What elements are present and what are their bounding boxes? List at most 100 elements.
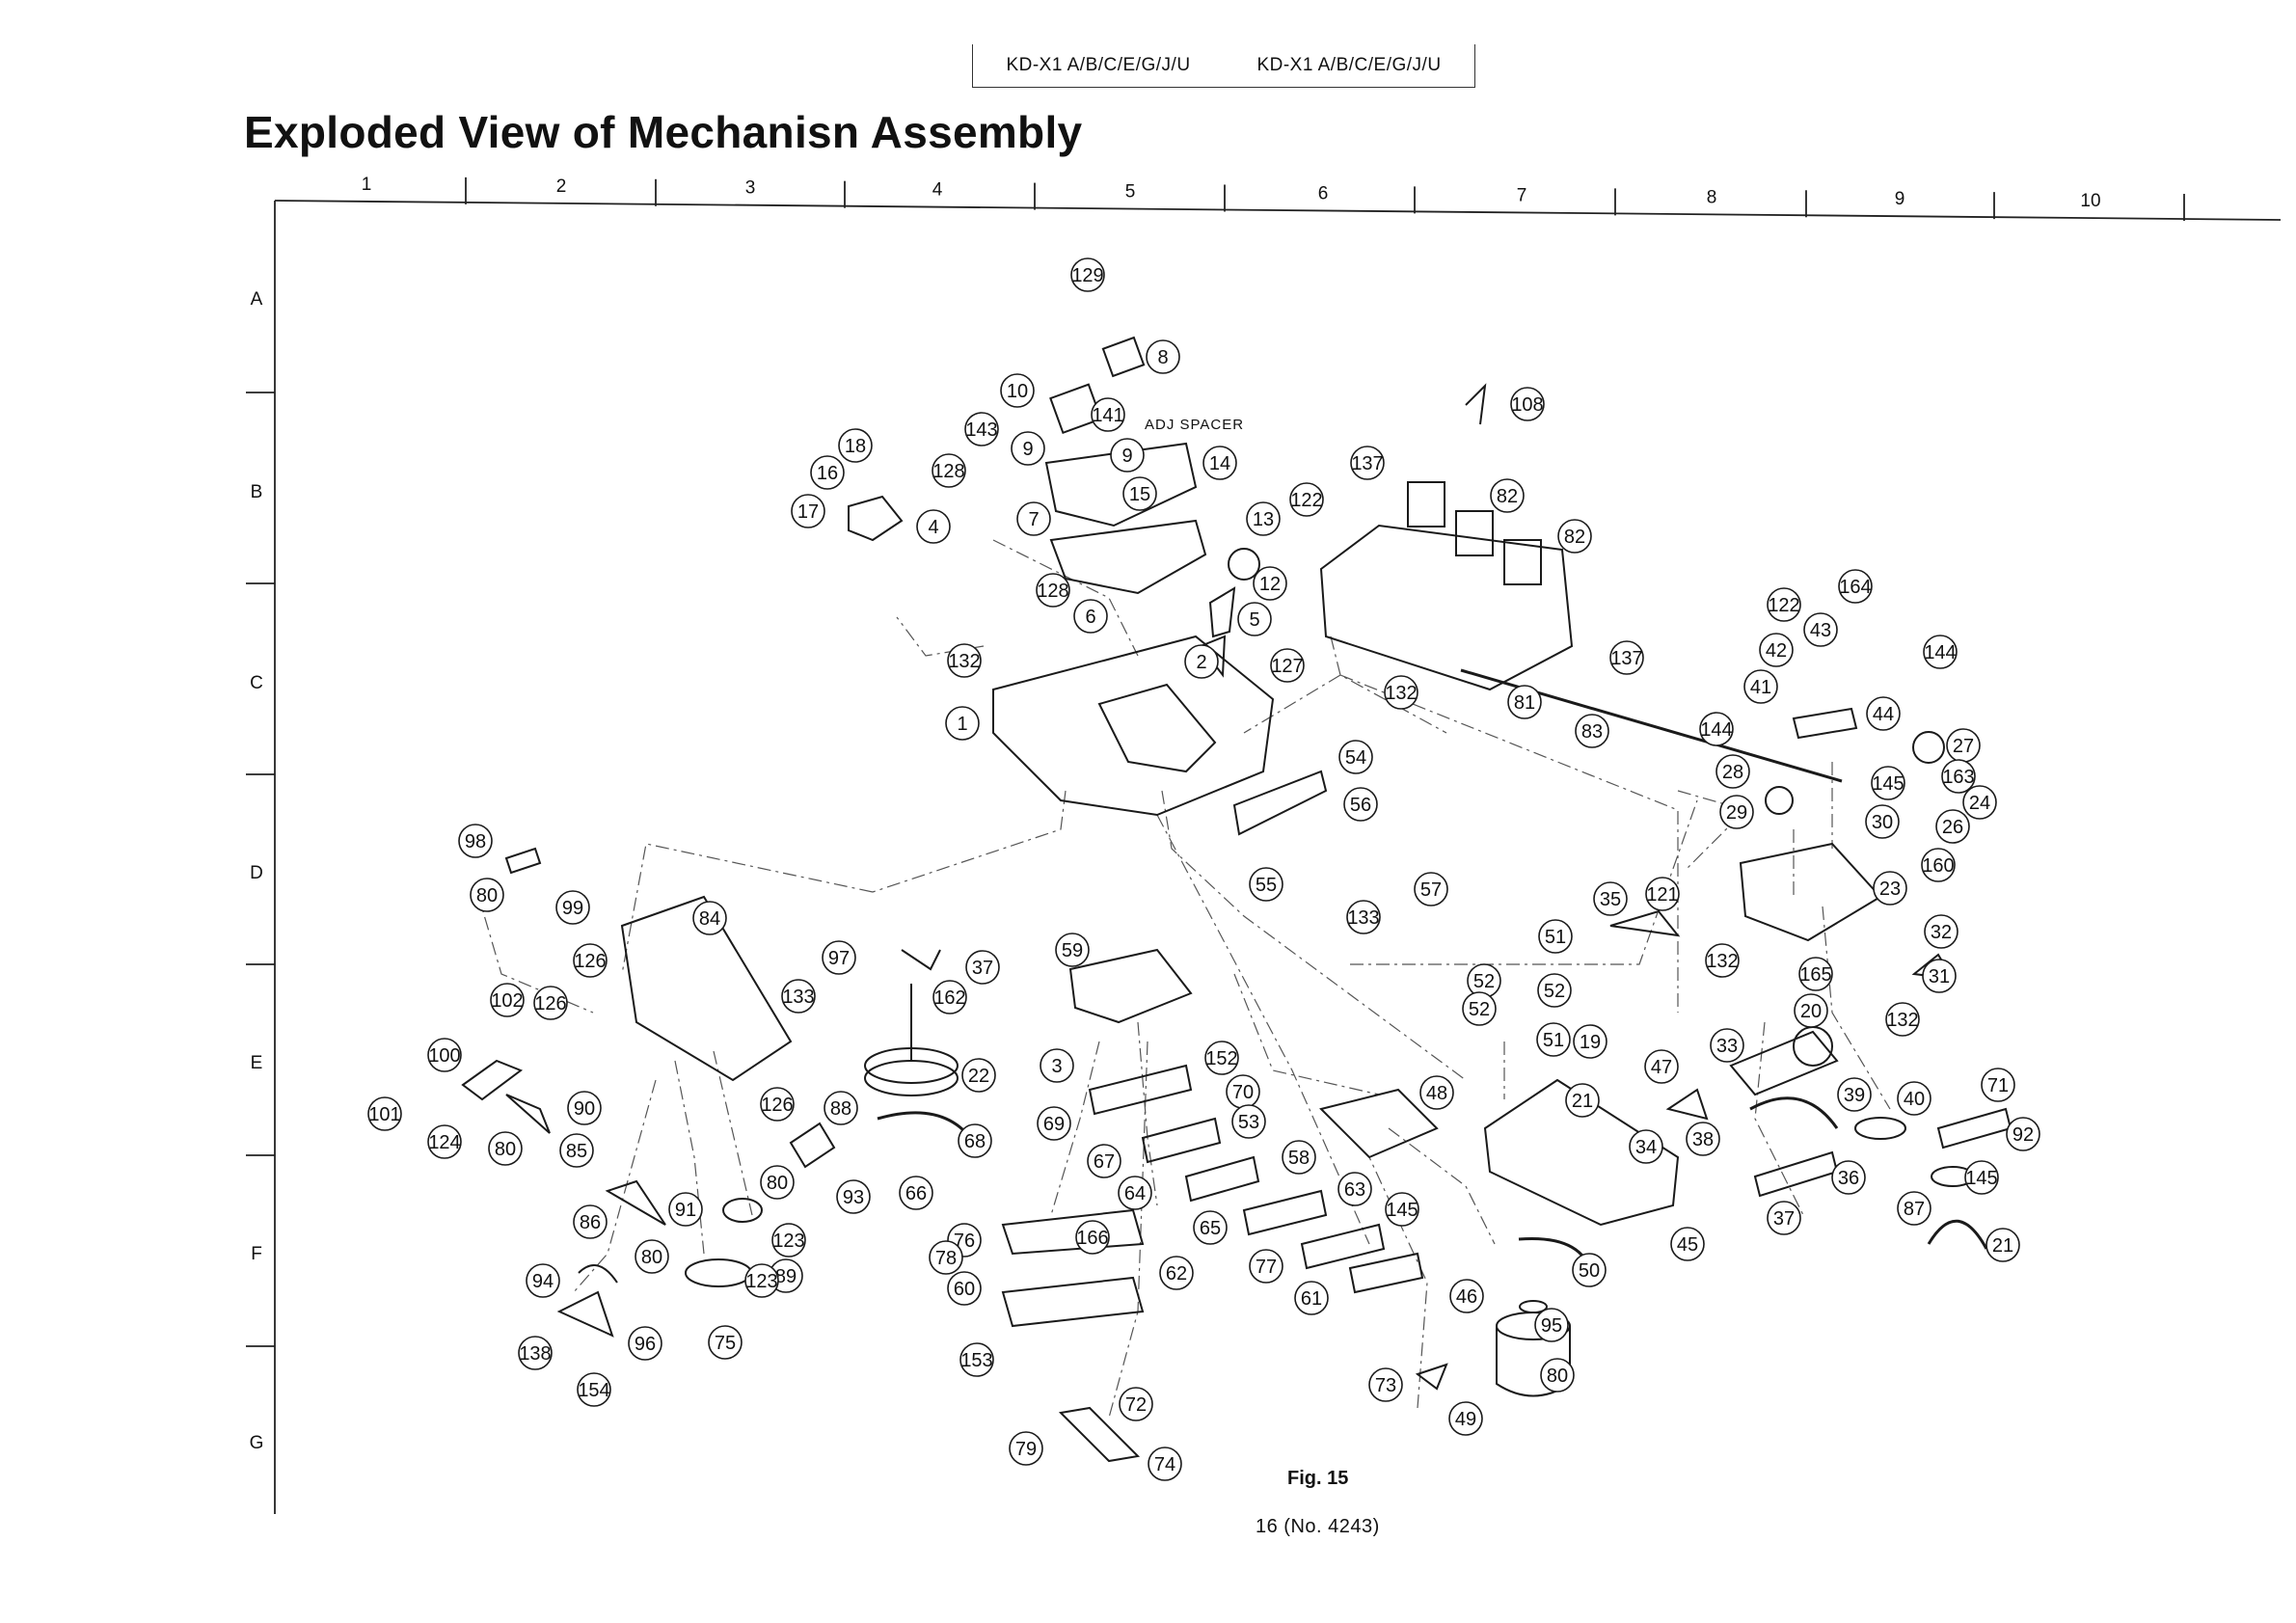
part-callout: 65	[1193, 1210, 1228, 1245]
part-callout: 86	[573, 1204, 608, 1239]
callout-number: 126	[534, 993, 566, 1014]
callout-number: 6	[1085, 607, 1095, 628]
part-callout: 141	[1091, 397, 1125, 432]
callout-circle	[791, 494, 825, 528]
part-callout: 80	[1540, 1358, 1575, 1393]
part-callout: 133	[1346, 900, 1381, 934]
callout-number: 166	[1076, 1228, 1108, 1249]
callout-circle	[488, 1131, 523, 1166]
callout-number: 56	[1350, 795, 1371, 816]
callout-number: 133	[782, 987, 814, 1008]
part-callout: 21	[1565, 1083, 1600, 1118]
callout-number: 33	[1716, 1036, 1738, 1057]
part-callout: 20	[1794, 993, 1828, 1028]
part-callout: 128	[1036, 573, 1070, 608]
callout-circle	[822, 940, 856, 975]
callout-circle	[1831, 1160, 1866, 1195]
callout-circle	[2006, 1117, 2040, 1151]
callout-number: 5	[1249, 609, 1259, 631]
callout-number: 72	[1125, 1394, 1147, 1416]
part-callout: 145	[1871, 766, 1905, 800]
callout-number: 80	[767, 1173, 788, 1194]
callout-number: 80	[641, 1247, 662, 1268]
callout-number: 94	[532, 1271, 554, 1292]
callout-number: 101	[368, 1104, 400, 1125]
callout-number: 26	[1942, 817, 1963, 838]
callout-circle	[1490, 478, 1525, 513]
callout-circle	[427, 1038, 462, 1072]
part-callout: 10	[1000, 373, 1035, 408]
callout-circle	[744, 1263, 779, 1298]
callout-number: 38	[1692, 1129, 1714, 1150]
callout-number: 52	[1473, 971, 1495, 992]
lever-41-43	[1792, 707, 1858, 740]
head-mount-plate	[1044, 442, 1198, 527]
lever-85	[505, 1094, 551, 1134]
callout-circle	[1510, 387, 1545, 421]
lever-72	[1415, 1363, 1448, 1391]
callout-circle	[1193, 1210, 1228, 1245]
callout-circle	[573, 1204, 608, 1239]
callout-circle	[958, 1123, 992, 1158]
switch-bracket	[1319, 524, 1574, 691]
callout-circle	[458, 824, 493, 858]
callout-circle	[1557, 519, 1592, 554]
callout-circle	[668, 1192, 703, 1227]
callout-number: 69	[1043, 1114, 1065, 1135]
callout-circle	[1985, 1228, 2020, 1262]
part-callout: 9	[1110, 438, 1145, 473]
callout-circle	[1921, 848, 1956, 882]
callout-number: 67	[1094, 1151, 1115, 1173]
callout-circle	[1540, 1358, 1575, 1393]
callout-circle	[1705, 943, 1740, 978]
part-callout: 51	[1536, 1022, 1571, 1057]
callout-number: 64	[1124, 1183, 1146, 1204]
callout-circle	[427, 1124, 462, 1159]
belt-37-left	[901, 949, 941, 971]
callout-number: 63	[1344, 1179, 1365, 1201]
part-callout: 70	[1226, 1074, 1260, 1109]
grid-column-label: 9	[1895, 189, 1905, 209]
callout-number: 60	[954, 1279, 975, 1300]
part-callout: 74	[1148, 1447, 1182, 1481]
callout-number: 132	[1886, 1010, 1918, 1031]
callout-circle	[810, 455, 845, 490]
callout-circle	[929, 1240, 963, 1275]
callout-number: 80	[495, 1139, 516, 1160]
part-callout: 6	[1073, 599, 1108, 634]
lever-92	[789, 1122, 836, 1169]
part-callout: 84	[692, 901, 727, 935]
part-callout: 122	[1767, 587, 1801, 622]
part-callout: 72	[1119, 1387, 1153, 1421]
callout-circle	[1798, 957, 1833, 991]
switch-block-a	[1407, 481, 1445, 527]
callout-number: 102	[491, 990, 523, 1012]
callout-number: 18	[845, 436, 866, 457]
grid-row-label: D	[250, 863, 263, 883]
callout-number: 75	[715, 1333, 736, 1354]
callout-number: 95	[1541, 1315, 1562, 1337]
callout-number: 133	[1347, 907, 1379, 929]
grid-column-label: 8	[1707, 187, 1717, 207]
plate-75	[1001, 1208, 1145, 1256]
part-callout: 68	[958, 1123, 992, 1158]
part-callout: 40	[1897, 1081, 1931, 1116]
slide-66	[1184, 1155, 1260, 1203]
part-callout: 47	[1644, 1049, 1679, 1084]
reel-gear-27	[1912, 731, 1945, 764]
part-callout: 42	[1759, 633, 1794, 667]
callout-number: 74	[1154, 1454, 1175, 1475]
callout-circle	[1645, 877, 1680, 911]
callout-circle	[1009, 1431, 1043, 1466]
part-callout: 152	[1204, 1041, 1239, 1075]
grid-column-label: 5	[1125, 182, 1136, 203]
part-callout: 21	[1985, 1228, 2020, 1262]
head-bracket	[1049, 519, 1207, 595]
part-callout: 132	[1705, 943, 1740, 978]
lever-108	[1465, 383, 1487, 425]
part-callout: 52	[1467, 963, 1501, 998]
callout-circle	[1037, 1106, 1071, 1141]
lever-79	[1058, 1406, 1141, 1463]
callout-circle	[1249, 867, 1283, 902]
callout-circle	[932, 453, 966, 488]
